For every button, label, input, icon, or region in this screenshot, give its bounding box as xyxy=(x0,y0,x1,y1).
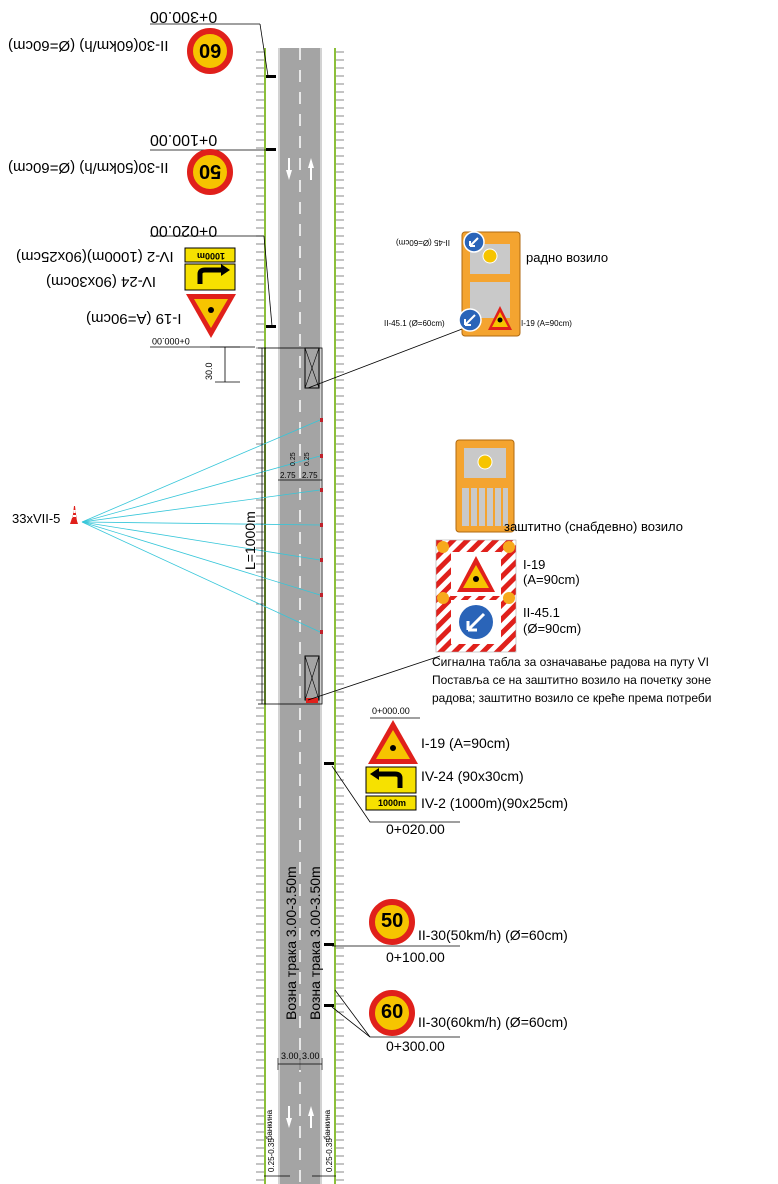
code-iv2-top: IV-2 (1000m)(90x25cm) xyxy=(16,248,174,265)
right-shoulder xyxy=(322,48,336,1184)
plate-text-top: 1000m xyxy=(197,251,226,261)
chainage-020-bottom: 0+020.00 xyxy=(386,821,445,837)
plate-text-bottom: 1000m xyxy=(378,798,407,808)
lane-width-left: 3.00 xyxy=(281,1051,299,1061)
sign-post-markers xyxy=(266,75,334,1007)
chainage-100-bottom: 0+100.00 xyxy=(386,949,445,965)
cone-markers xyxy=(320,418,323,634)
sign-iv24-top xyxy=(184,263,236,291)
cone-marker xyxy=(320,558,323,562)
direction-arrows-top xyxy=(286,158,314,180)
signal-board xyxy=(435,539,517,653)
sign60-bottom-label: II-30(60km/h) (Ø=60cm) xyxy=(418,1014,568,1030)
pv-sign2-code: II-45.1 xyxy=(523,605,560,620)
shoulder-width-right: 0.25-0.35 xyxy=(325,1138,334,1172)
chainage-000-top: 0+000.00 xyxy=(152,336,190,346)
code-iv24-top: IV-24 (90x30cm) xyxy=(46,273,157,290)
pv-sign1-code: I-19 xyxy=(523,557,546,572)
note-line-1: Сигнална табла за означавање радова на п… xyxy=(432,655,709,669)
code-i19-top: I-19 (A=90cm) xyxy=(86,310,182,327)
cone-leader-line xyxy=(81,521,321,633)
sign-50-top-value: 50 xyxy=(199,160,222,182)
shoulder-label-right: банкина xyxy=(323,1109,332,1140)
protection-vehicle-label: заштитно (снабдевно) возило xyxy=(504,519,684,534)
sign-60-top xyxy=(187,28,233,74)
signal-board-marker xyxy=(306,698,318,703)
pv-sign2-size: (Ø=90cm) xyxy=(523,621,582,636)
chainage-300-top: 0+300.00 xyxy=(150,8,218,25)
work-vehicle-sign-ii451 xyxy=(458,308,482,332)
note-line-3: радова; заштитно возило се креће према п… xyxy=(432,691,712,705)
cone-leader-lines xyxy=(81,419,321,633)
shoulder-label-left: банкина xyxy=(265,1109,274,1140)
cone-leader-line xyxy=(81,521,321,596)
sign-60-top-value: 60 xyxy=(199,39,222,61)
lane-width-right: 3.00 xyxy=(302,1051,320,1061)
code-50-top: II-30(50km/h) (Ø=60cm) xyxy=(8,159,169,176)
work-vehicle xyxy=(461,231,521,337)
sign-60-bottom-value: 60 xyxy=(381,1001,404,1023)
work-vehicle-sign-ii45 xyxy=(463,231,485,253)
offset-30-label: 30.0 xyxy=(204,362,214,380)
cone-marker xyxy=(320,488,323,492)
lane-label-left: Возна трака 3.00-3.50m xyxy=(283,866,299,1020)
cones-label: 33xVII-5 xyxy=(12,511,61,526)
sign-50-bottom xyxy=(369,899,415,945)
cone-leader-line xyxy=(81,419,321,523)
wv-sign-top-label: II-45 (Ø=60cm) xyxy=(396,238,451,247)
pv-sign1-size: (A=90cm) xyxy=(523,572,580,587)
work-vehicle-label: радно возило xyxy=(526,250,609,265)
shoulder-width-left: 0.25-0.35 xyxy=(267,1138,276,1172)
dim-025-right: 0.25 xyxy=(304,452,311,466)
work-vehicle-sign-i19 xyxy=(488,306,512,330)
dim-275-right: 2.75 xyxy=(302,471,318,480)
code-60-top: II-30(60km/h) (Ø=60cm) xyxy=(8,37,169,54)
sign-iv24-bottom xyxy=(365,766,417,794)
sign-50-top xyxy=(187,149,233,195)
sign-60-bottom xyxy=(369,990,415,1036)
note-line-2: Поставља се на заштитно возило на почетк… xyxy=(432,673,712,687)
cone-marker xyxy=(320,454,323,458)
cone-icon xyxy=(70,506,78,524)
iv2-bottom-label: IV-2 (1000m)(90x25cm) xyxy=(421,795,569,811)
dim-025-left: 0.25 xyxy=(290,452,297,466)
sign-i19-bottom xyxy=(368,720,418,764)
lane-label-right: Возна трака 3.00-3.50m xyxy=(307,866,323,1020)
cone-marker xyxy=(320,523,323,527)
iv24-bottom-label: IV-24 (90x30cm) xyxy=(421,768,524,784)
work-vehicle-footprint xyxy=(304,347,320,389)
cone-marker xyxy=(320,630,323,634)
protection-vehicle xyxy=(455,439,515,533)
length-label: L=1000m xyxy=(242,511,258,570)
direction-arrows-bottom xyxy=(286,1106,314,1128)
shoulder-ticks xyxy=(256,51,344,1181)
sign-iv2-top xyxy=(184,247,236,263)
cone-leader-line xyxy=(81,489,321,523)
chainage-100-top: 0+100.00 xyxy=(150,131,218,148)
dim-275-left: 2.75 xyxy=(280,471,296,480)
cone-marker xyxy=(320,418,323,422)
cone-leader-line xyxy=(81,521,321,526)
chainage-000-bottom: 0+000.00 xyxy=(372,706,410,716)
sign50-bottom-label: II-30(50km/h) (Ø=60cm) xyxy=(418,927,568,943)
wv-sign-left-label: II-45.1 (Ø=60cm) xyxy=(384,319,445,328)
chainage-300-bottom: 0+300.00 xyxy=(386,1038,445,1054)
sign-iv2-bottom xyxy=(365,795,417,811)
cone-leader-line xyxy=(81,455,321,523)
i19-bottom-label: I-19 (A=90cm) xyxy=(421,735,511,751)
chainage-020-top: 0+020.00 xyxy=(150,222,218,239)
cone-marker xyxy=(320,593,323,597)
cone-leader-line xyxy=(81,521,321,561)
sign-i19-top xyxy=(186,294,236,338)
sign-50-bottom-value: 50 xyxy=(381,910,404,932)
left-shoulder xyxy=(264,48,278,1184)
wv-sign-right-label: I-19 (A=90cm) xyxy=(521,319,572,328)
